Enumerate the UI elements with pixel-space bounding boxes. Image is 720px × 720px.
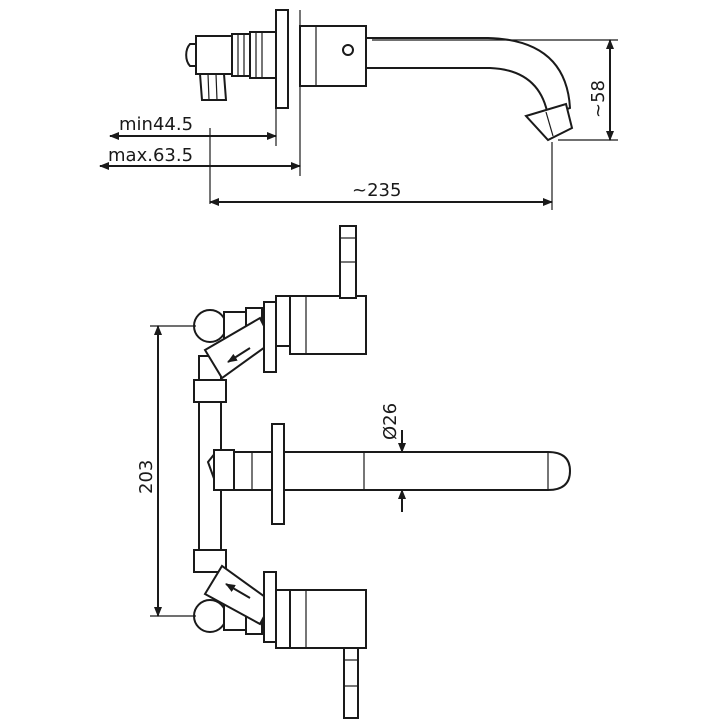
dim-height-label: ~58 xyxy=(588,80,609,118)
bottom-valve xyxy=(193,564,367,719)
side-view: min44.5 max.63.5 ~235 ~58 xyxy=(99,9,618,210)
top-valve xyxy=(193,225,367,380)
pipe-coupling-upper xyxy=(193,379,227,403)
dim-min-label: min44.5 xyxy=(119,114,193,135)
side-screw xyxy=(342,44,354,56)
dim-length-label: ~235 xyxy=(352,180,401,201)
bottom-valve-body xyxy=(289,589,367,649)
bottom-handle-lever xyxy=(343,647,359,719)
dim-spacing-label: 203 xyxy=(136,460,157,494)
side-wall-plate xyxy=(275,9,289,109)
top-valve-body xyxy=(289,295,367,355)
side-connector xyxy=(185,31,277,101)
pipe-coupling-lower xyxy=(193,549,227,573)
dim-diameter-label: Ø26 xyxy=(380,403,401,440)
dim-max-label: max.63.5 xyxy=(108,145,193,166)
front-view: 203 Ø26 xyxy=(136,225,572,719)
spout-assembly xyxy=(206,423,572,525)
side-spout xyxy=(365,37,572,118)
side-body xyxy=(299,25,367,87)
spout-wall-plate xyxy=(271,423,285,525)
front-spout xyxy=(283,451,572,491)
